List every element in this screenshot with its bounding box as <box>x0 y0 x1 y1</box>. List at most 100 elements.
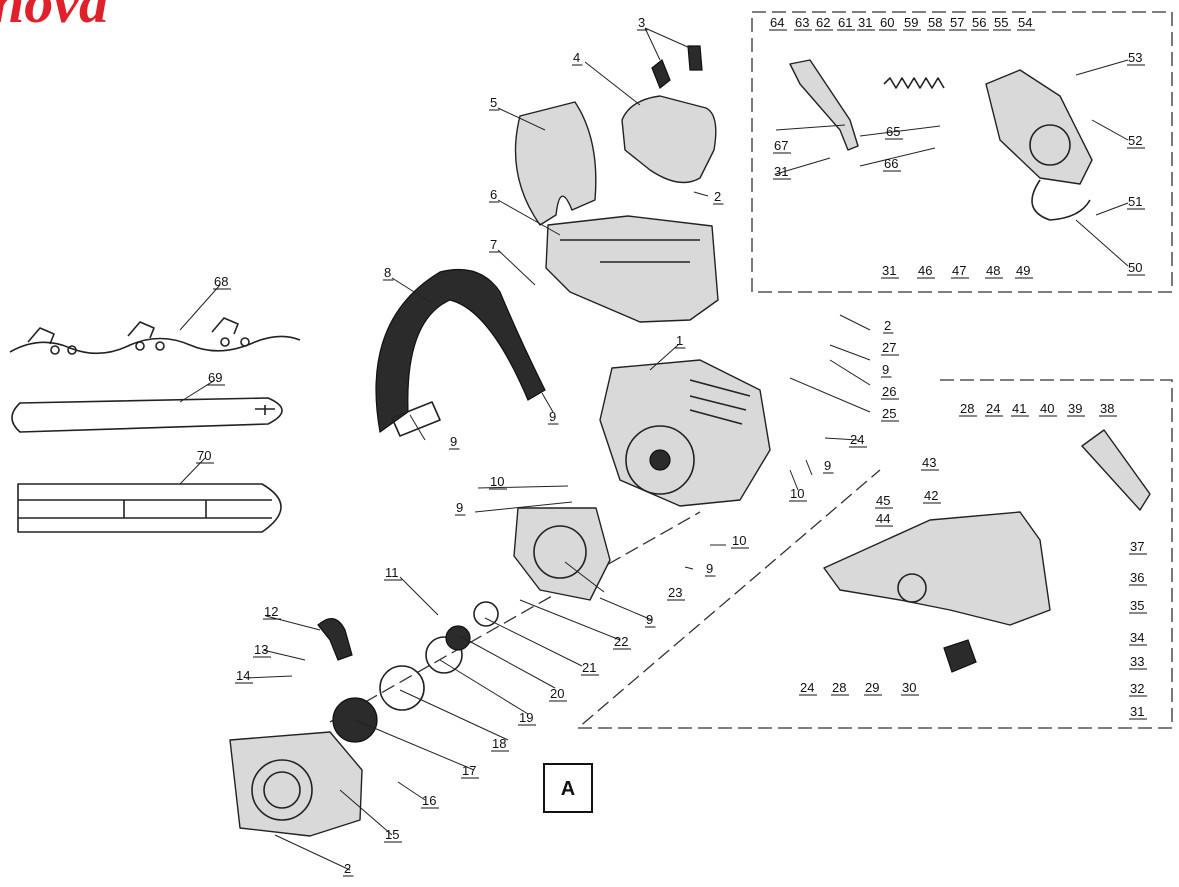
callout-label: 25 <box>882 406 896 421</box>
engine-block <box>599 359 771 507</box>
callout-label: 9 <box>706 561 713 576</box>
callout-label: 9 <box>549 409 556 424</box>
chain-guard <box>1081 429 1151 511</box>
air-filter-cover <box>621 95 717 184</box>
callout-label: 31 <box>858 15 872 30</box>
callout-label: 10 <box>790 486 804 501</box>
callout-label: 10 <box>490 474 504 489</box>
callout-label: 31 <box>882 263 896 278</box>
callout-56: 56 <box>971 15 989 31</box>
callout-62: 62 <box>815 15 833 31</box>
callout-label: 16 <box>422 793 436 808</box>
callout-label: 24 <box>986 401 1000 416</box>
callout-9: 9 <box>881 362 892 378</box>
callout-61: 61 <box>837 15 855 31</box>
callout-label: 39 <box>1068 401 1082 416</box>
callout-53: 53 <box>1127 50 1145 66</box>
callout-label: 6 <box>490 187 497 202</box>
starter-cover <box>229 731 363 837</box>
callout-36: 36 <box>1129 570 1147 586</box>
callout-39: 39 <box>1067 401 1085 417</box>
callout-42: 42 <box>923 488 941 504</box>
starter-handle <box>317 618 353 661</box>
callout-label: 60 <box>880 15 894 30</box>
callout-numbers: 3452678991227926252491010910923922211112… <box>196 15 1147 877</box>
callout-65: 65 <box>885 124 903 140</box>
callout-label: 45 <box>876 493 890 508</box>
callout-68: 68 <box>213 274 231 290</box>
callout-label: 31 <box>774 164 788 179</box>
callout-label: 47 <box>952 263 966 278</box>
leader-lines <box>179 27 1129 871</box>
callout-29: 29 <box>864 680 882 696</box>
callout-49: 49 <box>1015 263 1033 279</box>
callout-label: 19 <box>519 710 533 725</box>
callout-label: 56 <box>972 15 986 30</box>
callout-label: 29 <box>865 680 879 695</box>
callout-label: 62 <box>816 15 830 30</box>
callout-47: 47 <box>951 263 969 279</box>
callout-label: 3 <box>638 15 645 30</box>
callout-20: 20 <box>549 686 567 702</box>
callout-26: 26 <box>881 384 899 400</box>
callout-31: 31 <box>857 15 875 31</box>
guide-bar <box>11 397 283 433</box>
callout-label: 14 <box>236 668 250 683</box>
callout-43: 43 <box>921 455 939 471</box>
callout-41: 41 <box>1011 401 1029 417</box>
callout-label: 31 <box>1130 704 1144 719</box>
callout-label: 18 <box>492 736 506 751</box>
section-label: A <box>561 778 575 800</box>
callout-28: 28 <box>959 401 977 417</box>
callout-9: 9 <box>449 434 460 450</box>
callout-label: 67 <box>774 138 788 153</box>
callout-2: 2 <box>713 189 724 205</box>
callout-label: 4 <box>573 50 580 65</box>
oil-pump <box>943 639 977 673</box>
callout-44: 44 <box>875 511 893 527</box>
callout-59: 59 <box>903 15 921 31</box>
callout-35: 35 <box>1129 598 1147 614</box>
callout-label: 12 <box>264 604 278 619</box>
callout-24: 24 <box>799 680 817 696</box>
callout-label: 1 <box>676 333 683 348</box>
callout-label: 40 <box>1040 401 1054 416</box>
callout-58: 58 <box>927 15 945 31</box>
callout-9: 9 <box>645 612 656 628</box>
callout-label: 70 <box>197 448 211 463</box>
callout-10: 10 <box>789 486 807 502</box>
callout-label: 9 <box>456 500 463 515</box>
callout-label: 32 <box>1130 681 1144 696</box>
callout-label: 69 <box>208 370 222 385</box>
callout-label: 59 <box>904 15 918 30</box>
callout-38: 38 <box>1099 401 1117 417</box>
callout-label: 54 <box>1018 15 1032 30</box>
callout-label: 2 <box>714 189 721 204</box>
callout-label: 21 <box>582 660 596 675</box>
bar-cover <box>17 483 282 533</box>
callout-31: 31 <box>773 164 791 180</box>
saw-chain <box>9 317 301 355</box>
front-handle <box>375 268 546 437</box>
callout-label: 23 <box>668 585 682 600</box>
callout-27: 27 <box>881 340 899 356</box>
callout-label: 33 <box>1130 654 1144 669</box>
callout-label: 43 <box>922 455 936 470</box>
recoil-pulley <box>332 601 499 743</box>
callout-label: 20 <box>550 686 564 701</box>
callout-70: 70 <box>196 448 214 464</box>
callout-label: 5 <box>490 95 497 110</box>
callout-14: 14 <box>235 668 253 684</box>
callout-21: 21 <box>581 660 599 676</box>
callout-label: 64 <box>770 15 784 30</box>
callout-label: 38 <box>1100 401 1114 416</box>
brand-logo: nova <box>0 0 108 35</box>
callout-label: 30 <box>902 680 916 695</box>
callout-40: 40 <box>1039 401 1057 417</box>
callout-2: 2 <box>343 861 354 877</box>
callout-label: 7 <box>490 237 497 252</box>
callout-52: 52 <box>1127 133 1145 149</box>
callout-10: 10 <box>731 533 749 549</box>
callout-55: 55 <box>993 15 1011 31</box>
